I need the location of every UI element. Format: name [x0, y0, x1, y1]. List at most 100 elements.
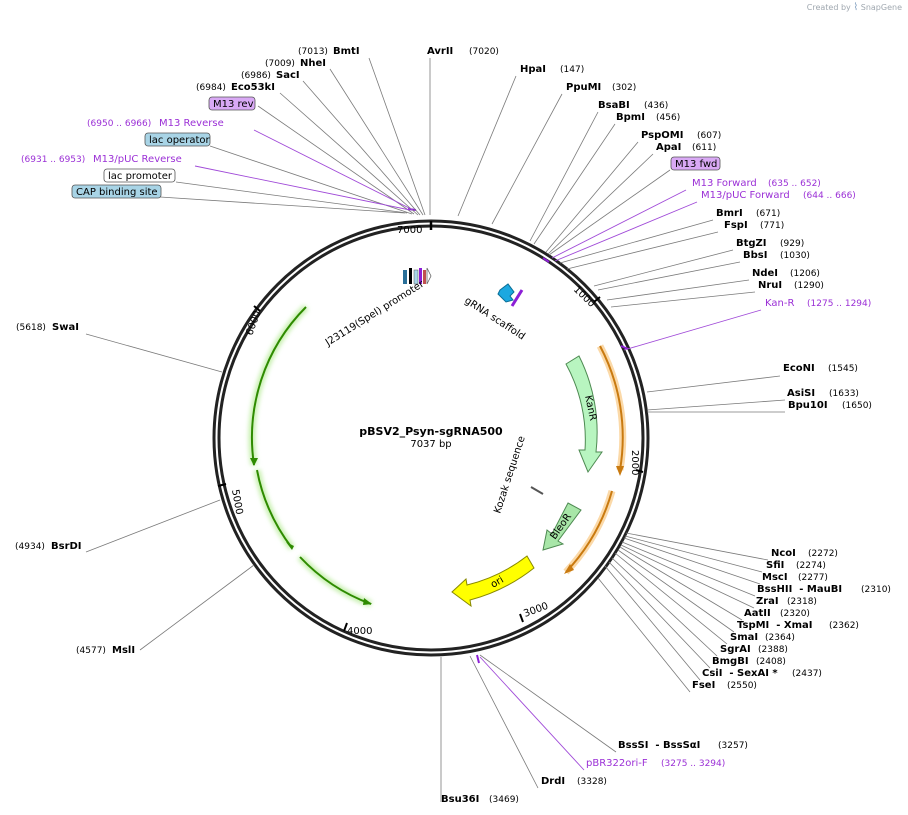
swai-name[interactable]: SwaI [52, 322, 79, 333]
bsabi-name[interactable]: BsaBI [598, 100, 630, 111]
ori-arrow[interactable] [451, 555, 535, 608]
m13-rev-box[interactable] [208, 96, 256, 111]
plasmid-name: pBSV2_Psyn-sgRNA500 [359, 425, 503, 438]
bpmi-name[interactable]: BpmI [616, 112, 645, 123]
kan-r-name[interactable]: Kan-R [765, 298, 794, 309]
bsshii-name[interactable]: BssHII - MauBI [757, 584, 842, 595]
sgrai-name[interactable]: SgrAI [720, 644, 751, 655]
bsrdi-pos: (4934) [15, 542, 45, 552]
bmti-pos: (7013) [298, 47, 328, 57]
nhei-name[interactable]: NheI [300, 58, 326, 69]
kan-r-pos: (1275 .. 1294) [807, 299, 871, 309]
kanr-label: KanR [582, 394, 598, 422]
snapgene-logo: ⌇ [853, 2, 859, 13]
m13-puc-reverse-pos: (6931 .. 6953) [21, 155, 85, 165]
asisi-name[interactable]: AsiSI [787, 388, 815, 399]
fspi-name[interactable]: FspI [724, 220, 748, 231]
grna-scaffold[interactable] [497, 283, 524, 307]
grna-label: gRNA scaffold [462, 295, 527, 342]
bsssi-pos: (3257) [718, 741, 748, 751]
lac-promoter-box-label: lac promoter [108, 171, 173, 182]
fspi-pos: (771) [760, 221, 784, 231]
plasmid-size: 7037 bp [410, 439, 451, 450]
apai-name[interactable]: ApaI [656, 142, 681, 153]
swai-pos: (5618) [16, 323, 46, 333]
credit-brand: SnapGene [860, 3, 902, 12]
m13-fwd-box[interactable] [670, 156, 721, 171]
kozak-label: Kozak sequence [492, 435, 527, 515]
tick-marks [217, 296, 644, 632]
csii-name[interactable]: CsiI - SexAI * [702, 668, 778, 679]
fsei-name[interactable]: FseI [692, 680, 715, 691]
right-primer-labels: M13 Forward (635 .. 652) M13/pUC Forward… [586, 178, 871, 769]
bmri-name[interactable]: BmrI [716, 208, 743, 219]
ncoi-name[interactable]: NcoI [771, 548, 796, 559]
snapgene-credit: Created by ⌇ SnapGene [807, 2, 902, 13]
bbsi-name[interactable]: BbsI [743, 250, 767, 261]
bpu10i-pos: (1650) [842, 401, 872, 411]
backbone [212, 219, 650, 657]
pspomi-name[interactable]: PspOMI [641, 130, 683, 141]
ncoi-pos: (2272) [808, 549, 838, 559]
asisi-pos: (1633) [829, 389, 859, 399]
bsshii-pos: (2310) [861, 585, 891, 595]
drdi-name[interactable]: DrdI [541, 776, 565, 787]
msli-name[interactable]: MslI [112, 645, 135, 656]
credit-text: Created by [806, 3, 851, 12]
msli-pos: (4577) [76, 646, 106, 656]
sfii-name[interactable]: SfiI [766, 560, 784, 571]
msci-name[interactable]: MscI [762, 572, 788, 583]
eco53ki-name[interactable]: Eco53kI [231, 82, 275, 93]
zrai-pos: (2318) [787, 597, 817, 607]
right-enzyme-labels: AvrII (7020) HpaI (147) PpuMI (302) BsaB… [427, 46, 891, 787]
sfii-pos: (2274) [796, 561, 826, 571]
bsu36i-pos: (3469) [489, 795, 519, 805]
ppumi-pos: (302) [612, 83, 636, 93]
nrui-name[interactable]: NruI [758, 280, 782, 291]
bmgbi-pos: (2408) [756, 657, 786, 667]
bmgbi-name[interactable]: BmgBI [712, 656, 749, 667]
btgzi-name[interactable]: BtgZI [736, 238, 767, 249]
cap-binding-site-box[interactable] [71, 184, 162, 199]
pspomi-pos: (607) [697, 131, 721, 141]
smai-name[interactable]: SmaI [730, 632, 758, 643]
lac-operator-box[interactable] [144, 132, 211, 147]
btgzi-pos: (929) [780, 239, 804, 249]
tspmi-pos: (2362) [829, 621, 859, 631]
kanr-arrow[interactable] [565, 355, 603, 474]
pbr322ori-f-name[interactable]: pBR322ori-F [586, 758, 648, 769]
avrii-pos: (7020) [469, 47, 499, 57]
saci-name[interactable]: SacI [276, 70, 300, 81]
bpu10i-name[interactable]: Bpu10I [788, 400, 828, 411]
tick-label-2000: 2000 [629, 450, 640, 475]
hpai-pos: (147) [560, 65, 584, 75]
ndei-name[interactable]: NdeI [752, 268, 778, 279]
bmti-name[interactable]: BmtI [333, 46, 360, 57]
econi-name[interactable]: EcoNI [783, 363, 815, 374]
bsssi-name[interactable]: BssSI - BssSαI [618, 740, 700, 751]
bsu36i-name[interactable]: Bsu36I [441, 794, 479, 805]
m13-reverse-name[interactable]: M13 Reverse [159, 118, 224, 129]
leader-lines [85, 57, 786, 802]
left-primer-labels: (6950 .. 6966) M13 Reverse (6931 .. 6953… [21, 118, 224, 165]
bsabi-pos: (436) [644, 101, 668, 111]
kozak-mark [530, 486, 544, 495]
tick-label-7000: 7000 [397, 225, 422, 236]
tspmi-name[interactable]: TspMI - XmaI [737, 620, 812, 631]
smai-pos: (2364) [765, 633, 795, 643]
avrii-name[interactable]: AvrII [427, 46, 453, 57]
bsrdi-name[interactable]: BsrDI [51, 541, 82, 552]
m13-fwd-box-label: M13 fwd [675, 159, 717, 170]
promoter-label: J23119(SpeI) promoter [323, 278, 427, 349]
hpai-name[interactable]: HpaI [520, 64, 546, 75]
m13-puc-forward-name[interactable]: M13/pUC Forward [701, 190, 790, 201]
sgrai-pos: (2388) [758, 645, 788, 655]
ppumi-name[interactable]: PpuMI [566, 82, 601, 93]
zrai-name[interactable]: ZraI [756, 596, 779, 607]
lac-promoter-box[interactable] [103, 168, 176, 183]
m13-puc-reverse-name[interactable]: M13/pUC Reverse [93, 154, 182, 165]
aatii-name[interactable]: AatII [744, 608, 771, 619]
bleor-arrow[interactable] [542, 502, 582, 551]
m13-forward-name[interactable]: M13 Forward [692, 178, 757, 189]
